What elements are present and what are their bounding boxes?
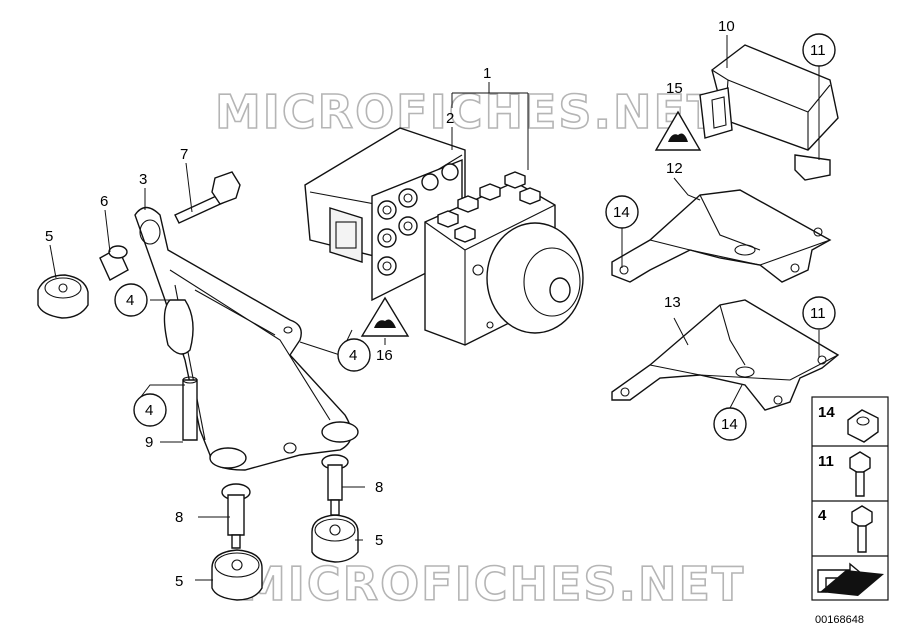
warning-label-15	[654, 110, 702, 151]
callout-10: 10	[718, 18, 735, 35]
diagram-number: 00168648	[815, 614, 864, 626]
arrow-icon	[817, 562, 884, 596]
callout-1: 1	[483, 65, 491, 82]
sleeve	[99, 245, 129, 281]
callout-4-b: 4	[349, 347, 357, 364]
callout-13: 13	[664, 294, 681, 311]
callout-4-circle-c	[133, 393, 167, 427]
callout-11-a: 11	[810, 42, 826, 59]
callout-4-c: 4	[145, 402, 153, 419]
callout-8-right: 8	[375, 479, 383, 496]
callout-3: 3	[139, 171, 147, 188]
callout-5-bottom-left: 5	[175, 573, 183, 590]
callout-5-left: 5	[45, 228, 53, 245]
callout-11-b: 11	[810, 305, 826, 322]
collar-bolt-icon	[849, 451, 871, 497]
callout-4-a: 4	[126, 292, 134, 309]
warning-label-16	[360, 296, 410, 337]
leader-lines	[49, 35, 820, 581]
pin-left	[221, 483, 251, 549]
hex-nut-icon	[847, 409, 879, 443]
fastener-legend: 14 11 4	[811, 396, 889, 601]
callout-14-circle-b	[713, 407, 747, 441]
sensor-bracket-12	[611, 189, 832, 283]
rubber-mount-bottom-left	[211, 549, 263, 601]
rubber-mount-left	[37, 274, 89, 319]
callout-8-left: 8	[175, 509, 183, 526]
rubber-mount-bottom-right	[311, 514, 359, 563]
sensor-bracket-13	[611, 299, 840, 411]
callout-4-circle-b	[337, 338, 371, 372]
abs-bracket	[134, 206, 359, 471]
legend-label-14: 14	[818, 404, 835, 421]
callouts: 1 2 3 6 7 5 4 4 4 9 8 8 5 5 10 11 15 12 …	[45, 18, 836, 590]
callout-4-circle-a	[114, 283, 148, 317]
callout-15: 15	[666, 80, 683, 97]
legend-label-11: 11	[818, 453, 834, 470]
hex-bolt-icon	[851, 505, 873, 553]
callout-9: 9	[145, 434, 153, 451]
callout-12: 12	[666, 160, 683, 177]
bolt-7	[174, 171, 241, 224]
abs-hydraulic-unit	[304, 127, 584, 346]
rubber-strip	[182, 376, 198, 441]
callout-14-a: 14	[613, 204, 630, 221]
callout-7: 7	[180, 146, 188, 163]
callout-2: 2	[446, 110, 454, 127]
pin-right	[321, 454, 349, 516]
callout-14-b: 14	[721, 416, 738, 433]
watermark-bottom: MICROFICHES.NET	[240, 557, 745, 611]
legend-label-4: 4	[818, 507, 827, 524]
yaw-rate-sensor	[699, 44, 839, 181]
callout-14-circle-a	[605, 195, 639, 229]
callout-11-circle-b	[802, 296, 836, 330]
callout-11-circle-a	[802, 33, 836, 67]
callout-6: 6	[100, 193, 108, 210]
callout-16: 16	[376, 347, 393, 364]
callout-5-bottom-right: 5	[375, 532, 383, 549]
